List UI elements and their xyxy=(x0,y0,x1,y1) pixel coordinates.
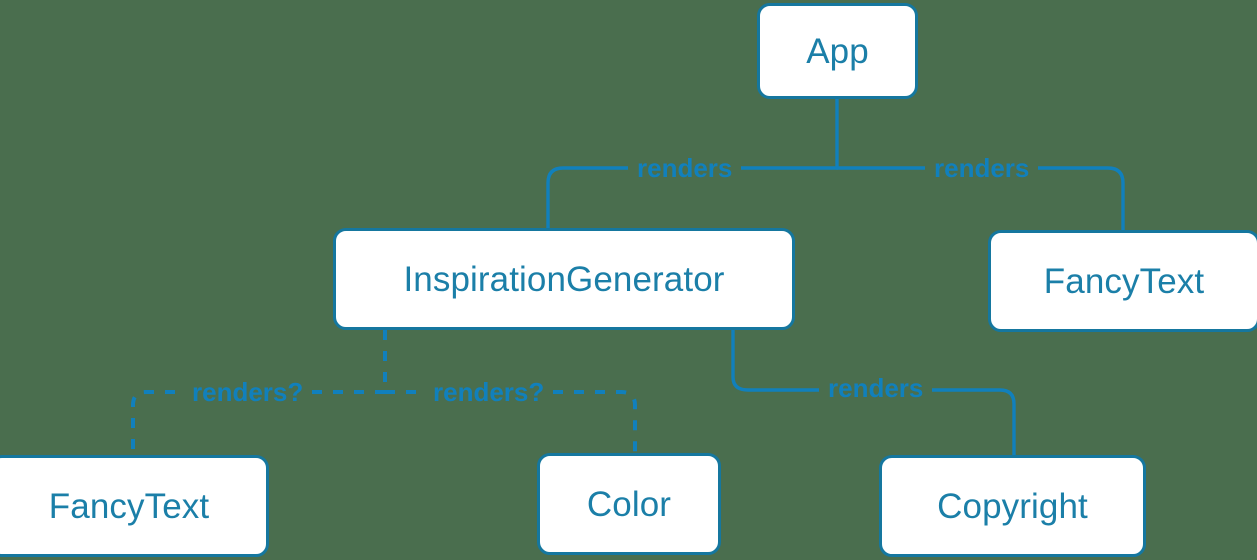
node-app[interactable]: App xyxy=(757,3,918,99)
node-inspirationgenerator[interactable]: InspirationGenerator xyxy=(333,228,795,330)
node-fancytext-right-label: FancyText xyxy=(1043,261,1205,301)
node-fancytext-right[interactable]: FancyText xyxy=(988,230,1257,332)
edge-label-app-to-fancytext-right: renders xyxy=(925,155,1039,181)
edge-label-inspiration-to-fancytext-left: renders? xyxy=(183,379,313,405)
node-color-label: Color xyxy=(586,484,672,524)
node-copyright[interactable]: Copyright xyxy=(879,455,1146,557)
edge-label-inspiration-to-copyright: renders xyxy=(819,375,933,401)
node-fancytext-left-label: FancyText xyxy=(48,486,210,526)
edge-app-to-fancytext-right xyxy=(835,166,1125,232)
node-copyright-label: Copyright xyxy=(937,486,1088,526)
node-fancytext-left[interactable]: FancyText xyxy=(0,455,269,557)
node-app-label: App xyxy=(806,31,869,71)
node-inspirationgenerator-label: InspirationGenerator xyxy=(403,259,725,299)
edge-app-to-inspiration xyxy=(546,166,839,230)
edge-label-app-to-inspiration: renders xyxy=(628,155,742,181)
edge-inspiration-to-fancytext-left xyxy=(131,390,385,455)
edge-label-inspiration-to-color: renders? xyxy=(424,379,554,405)
edge-inspiration-to-color xyxy=(385,390,637,453)
node-color[interactable]: Color xyxy=(537,453,721,555)
